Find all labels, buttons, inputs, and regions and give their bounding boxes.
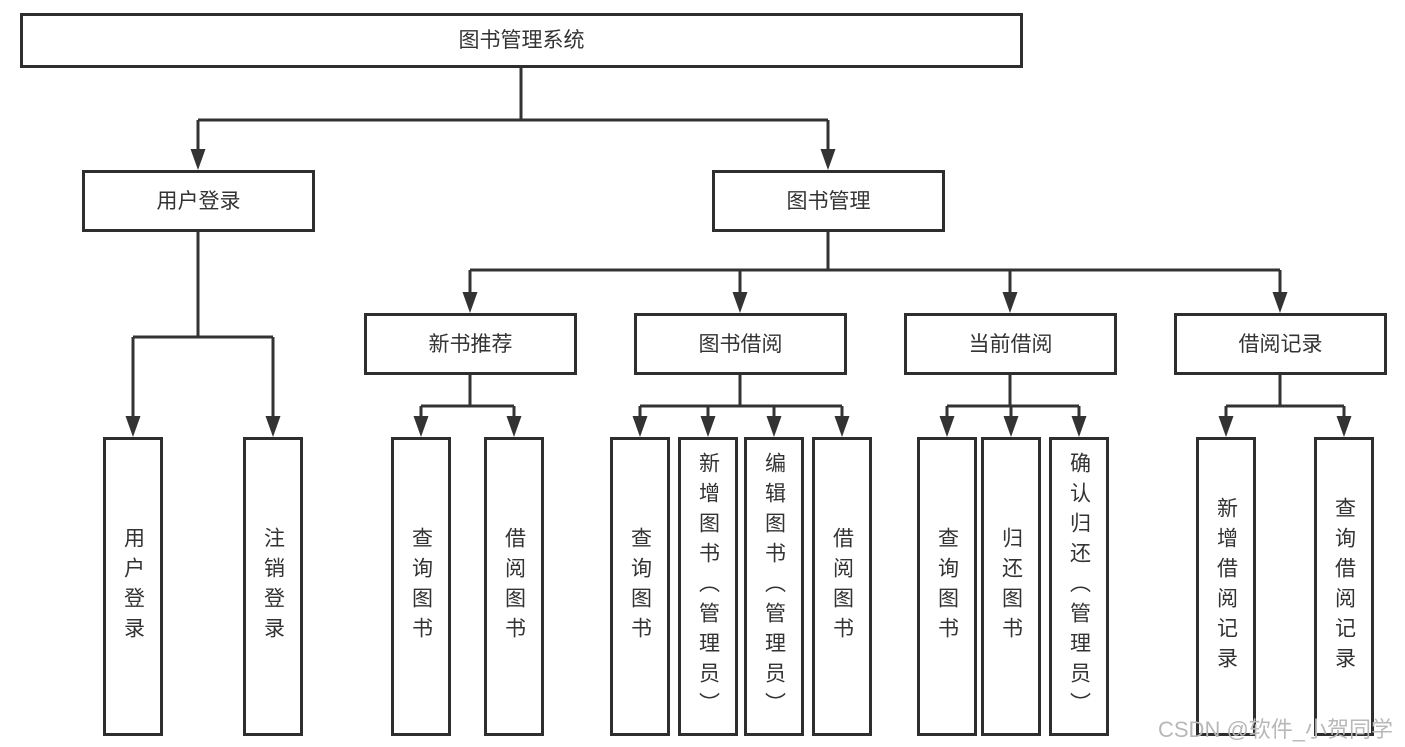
node-label: 归还图书 [999, 526, 1023, 647]
leaf-add-borrow-record: 新增借阅记录 [1196, 437, 1256, 736]
connector-user-login-branch [125, 232, 281, 437]
node-book-management: 图书管理 [712, 170, 945, 232]
leaf-user-login: 用户登录 [103, 437, 163, 736]
node-label: 借阅记录 [1238, 332, 1323, 356]
connector-root-to-level2 [190, 68, 836, 170]
node-label: 新增借阅记录 [1214, 496, 1238, 677]
node-label: 确认归还（管理员） [1067, 451, 1091, 722]
node-label: 查询借阅记录 [1332, 496, 1356, 677]
leaf-query-borrow-record: 查询借阅记录 [1314, 437, 1374, 736]
watermark: CSDN @软件_小贺同学 [1158, 717, 1394, 742]
node-root: 图书管理系统 [20, 13, 1023, 68]
node-label: 图书管理 [786, 189, 871, 213]
leaf-add-book-admin: 新增图书（管理员） [678, 437, 738, 736]
node-label: 查询图书 [935, 526, 959, 647]
node-borrow-records: 借阅记录 [1174, 313, 1387, 375]
leaf-logout: 注销登录 [243, 437, 303, 736]
connector-current-borrow-branch [939, 375, 1087, 437]
node-book-borrow: 图书借阅 [634, 313, 847, 375]
node-label: 注销登录 [261, 526, 285, 647]
node-label: 当前借阅 [968, 332, 1053, 356]
leaf-borrow-books-recommend: 借阅图书 [484, 437, 544, 736]
node-label: 新增图书（管理员） [696, 451, 720, 722]
leaf-return-book: 归还图书 [981, 437, 1041, 736]
node-new-book-recommend: 新书推荐 [364, 313, 577, 375]
leaf-query-books-borrow: 查询图书 [610, 437, 670, 736]
node-label: 图书管理系统 [458, 29, 585, 52]
connector-book-borrow-branch [632, 375, 850, 437]
node-label: 用户登录 [156, 189, 241, 213]
connector-new-book-branch [413, 375, 522, 437]
connector-book-management-branch [462, 232, 1288, 313]
node-label: 借阅图书 [830, 526, 854, 647]
node-label: 查询图书 [409, 526, 433, 647]
leaf-query-books-recommend: 查询图书 [391, 437, 451, 736]
node-label: 借阅图书 [502, 526, 526, 647]
connector-borrow-records-branch [1218, 375, 1352, 437]
node-label: 编辑图书（管理员） [762, 451, 786, 722]
node-label: 图书借阅 [698, 332, 783, 356]
leaf-edit-book-admin: 编辑图书（管理员） [744, 437, 804, 736]
leaf-query-books-current: 查询图书 [917, 437, 977, 736]
node-current-borrow: 当前借阅 [904, 313, 1117, 375]
node-label: 新书推荐 [428, 332, 513, 356]
leaf-borrow-books: 借阅图书 [812, 437, 872, 736]
node-label: 查询图书 [628, 526, 652, 647]
leaf-confirm-return-admin: 确认归还（管理员） [1049, 437, 1109, 736]
node-label: 用户登录 [121, 526, 145, 647]
node-user-login: 用户登录 [82, 170, 315, 232]
